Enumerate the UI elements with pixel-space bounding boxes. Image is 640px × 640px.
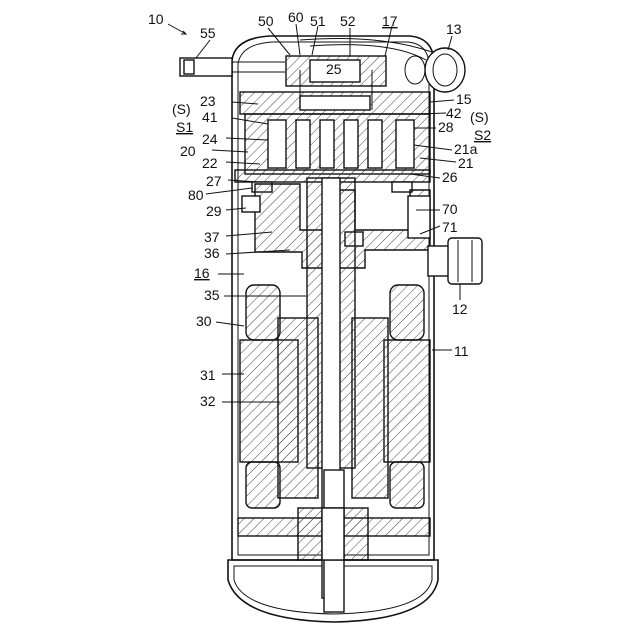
- label-71: 71: [442, 219, 458, 235]
- label-36: 36: [204, 245, 220, 261]
- label-31: 31: [200, 367, 216, 383]
- label-25: 25: [326, 61, 342, 77]
- label-16: 16: [194, 265, 210, 281]
- label-24: 24: [202, 131, 218, 147]
- label-51: 51: [310, 13, 326, 29]
- label-35: 35: [204, 287, 220, 303]
- label-32: 32: [200, 393, 216, 409]
- label-50: 50: [258, 13, 274, 29]
- label-23: 23: [200, 93, 216, 109]
- label-37: 37: [204, 229, 220, 245]
- label-28: 28: [438, 119, 454, 135]
- label-55: 55: [200, 25, 216, 41]
- label-80: 80: [188, 187, 204, 203]
- label-27: 27: [206, 173, 222, 189]
- label-52: 52: [340, 13, 356, 29]
- label-22: 22: [202, 155, 218, 171]
- label-26: 26: [442, 169, 458, 185]
- label-13: 13: [446, 21, 462, 37]
- label-21: 21: [458, 155, 474, 171]
- label-11: 11: [454, 343, 469, 359]
- label-30: 30: [196, 313, 212, 329]
- lower-bearing: [238, 508, 430, 560]
- label-s-left: (S): [172, 101, 191, 117]
- suction-pipe: [180, 58, 285, 76]
- label-60: 60: [288, 9, 304, 25]
- label-20: 20: [180, 143, 196, 159]
- label-70: 70: [442, 201, 458, 217]
- label-12: 12: [452, 301, 468, 317]
- label-17: 17: [382, 13, 398, 29]
- label-10: 10: [148, 11, 164, 27]
- label-s1: S1: [176, 119, 193, 135]
- label-29: 29: [206, 203, 222, 219]
- discharge-fitting: [428, 238, 482, 284]
- label-41: 41: [202, 109, 218, 125]
- label-s-right: (S): [470, 109, 489, 125]
